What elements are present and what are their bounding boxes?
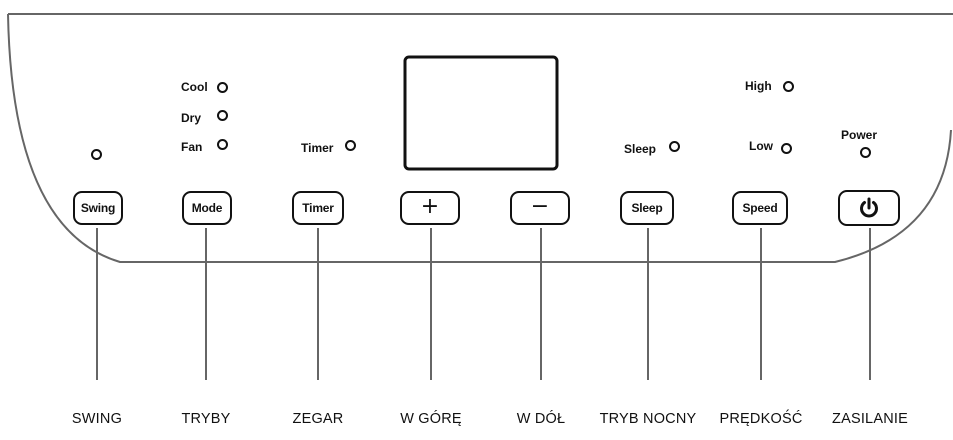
mode-button-label: Mode: [191, 201, 223, 215]
minus-icon: −: [530, 194, 550, 219]
callout-down: W DÓŁ: [516, 411, 566, 427]
swing-button-label: Swing: [80, 201, 116, 215]
swing-button[interactable]: Swing: [73, 191, 123, 225]
callout-speed: PRĘDKOŚĆ: [719, 411, 803, 427]
power-icon: [860, 197, 878, 218]
sleep-button[interactable]: Sleep: [620, 191, 674, 225]
mode-fan-label: Fan: [181, 140, 203, 154]
sleep-indicator-led: [669, 141, 680, 152]
swing-indicator-led: [91, 149, 102, 160]
mode-button[interactable]: Mode: [182, 191, 232, 225]
callout-timer: ZEGAR: [292, 411, 344, 427]
timer-button-label: Timer: [302, 201, 334, 215]
speed-low-led: [781, 143, 792, 154]
mode-dry-led: [217, 110, 228, 121]
callout-mode: TRYBY: [181, 411, 231, 427]
speed-button[interactable]: Speed: [732, 191, 788, 225]
down-button[interactable]: −: [510, 191, 570, 225]
timer-indicator-led: [345, 140, 356, 151]
mode-cool-led: [217, 82, 228, 93]
speed-high-led: [783, 81, 794, 92]
mode-dry-label: Dry: [181, 111, 202, 125]
up-button[interactable]: +: [400, 191, 460, 225]
timer-indicator-label: Timer: [301, 141, 334, 155]
mode-fan-led: [217, 139, 228, 150]
plus-icon: +: [420, 194, 440, 219]
sleep-button-label: Sleep: [631, 201, 663, 215]
display-window: [403, 55, 559, 171]
callout-up: W GÓRĘ: [400, 411, 462, 427]
timer-button[interactable]: Timer: [292, 191, 344, 225]
power-indicator-led: [860, 147, 871, 158]
callout-power: ZASILANIE: [832, 411, 908, 427]
panel-outline: [7, 13, 953, 263]
speed-high-label: High: [745, 79, 772, 93]
mode-cool-label: Cool: [181, 80, 208, 94]
callout-sleep: TRYB NOCNY: [599, 411, 697, 427]
callout-swing: SWING: [71, 411, 123, 427]
sleep-indicator-label: Sleep: [624, 142, 657, 156]
speed-low-label: Low: [749, 139, 773, 153]
leader-lines: [96, 228, 871, 380]
power-button[interactable]: [838, 190, 900, 226]
power-indicator-label: Power: [841, 128, 878, 142]
speed-button-label: Speed: [742, 201, 778, 215]
